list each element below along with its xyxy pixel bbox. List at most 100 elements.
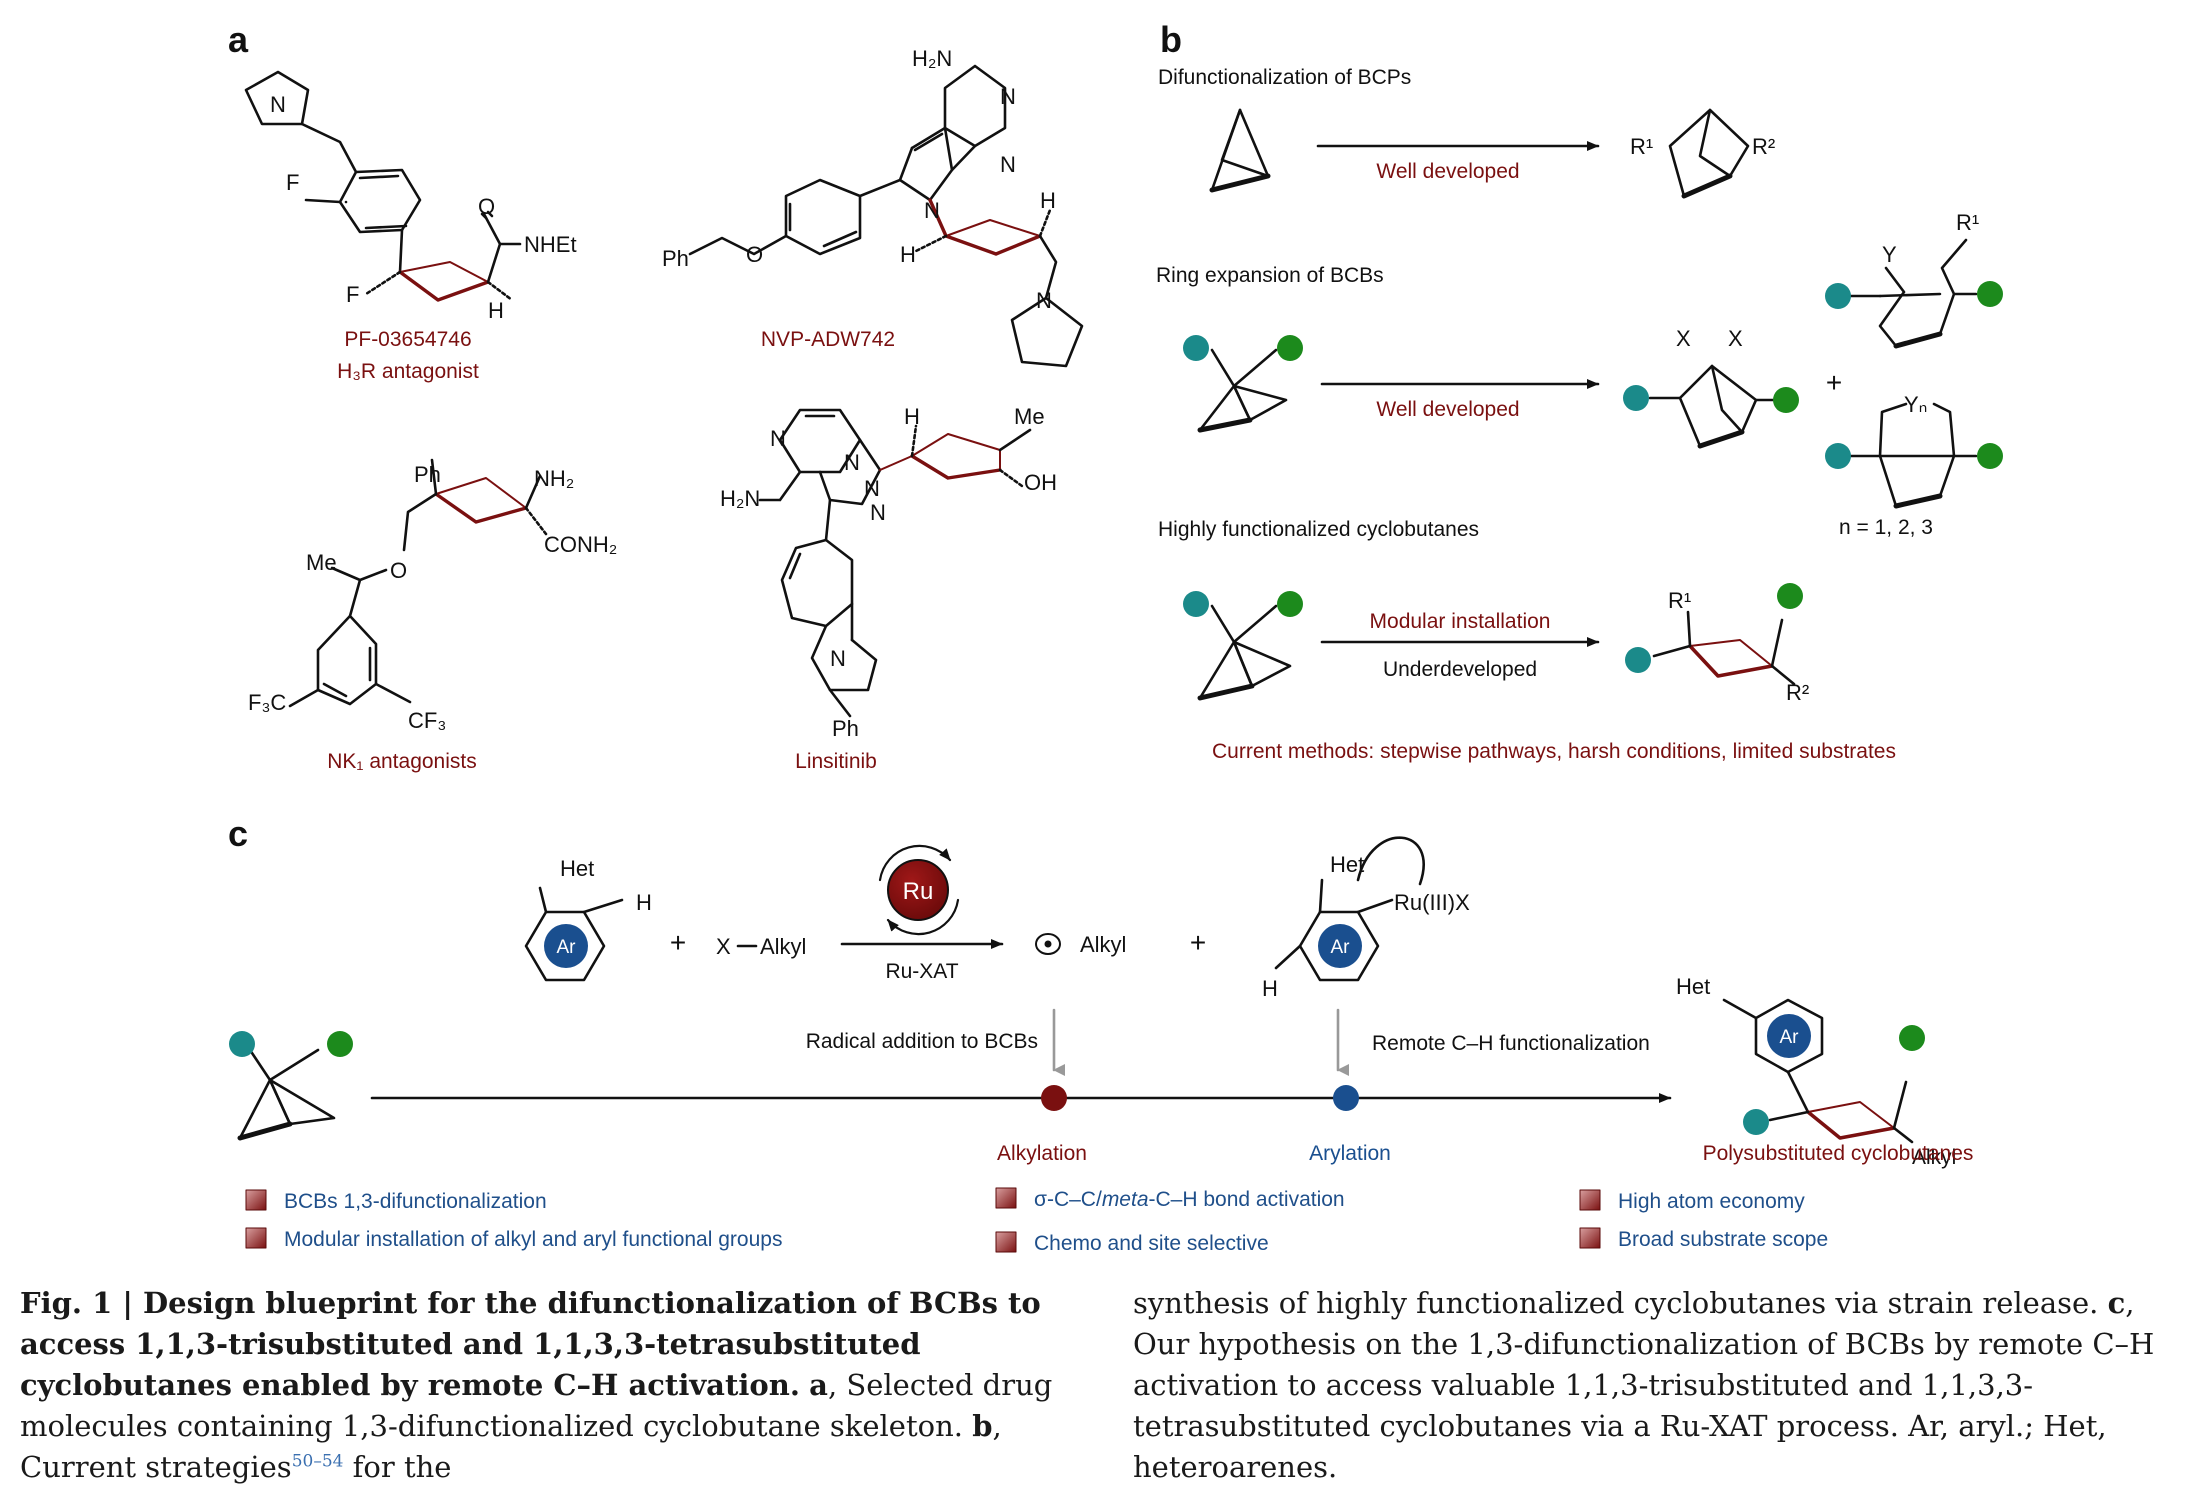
atom-label: H [904, 404, 920, 429]
arrow-label-bottom: Underdeveloped [1383, 658, 1537, 681]
ar-label: Ar [1780, 1027, 1800, 1048]
x-label: X [716, 934, 731, 959]
row-title: Ring expansion of BCBs [1156, 264, 1384, 287]
r1-label: R¹ [1956, 210, 1979, 235]
figure-1: a N F F O NHEt H PF-03654746 [228, 19, 2003, 1255]
alkylation-node [1041, 1085, 1067, 1111]
atom-label: N [864, 476, 880, 501]
bullet-box [1579, 1227, 1601, 1249]
atom-label: H [488, 298, 504, 323]
atom-label: O [746, 242, 763, 267]
product-label: Polysubstituted cyclobutanes [1703, 1142, 1974, 1165]
r2-label: R² [1752, 134, 1775, 159]
caption-fig-label: Fig. 1 | [20, 1286, 143, 1320]
yn-label: Yₙ [1904, 392, 1927, 417]
green-substituent [1773, 387, 1799, 413]
atom-label: N [870, 500, 886, 525]
drug-name: NK₁ antagonists [327, 750, 477, 773]
feature-item: σ-C–C/meta-C–H bond activation [1034, 1188, 1345, 1211]
caption-right: synthesis of highly functionalized cyclo… [1133, 1283, 2188, 1488]
atom-label: H [1040, 188, 1056, 213]
radical-addition-label: Radical addition to BCBs [806, 1030, 1038, 1053]
ar-circle [1318, 924, 1362, 968]
atom-label: F [286, 170, 299, 195]
caption-b-text2a: for the [343, 1450, 452, 1484]
het-label: Het [1330, 852, 1364, 877]
cyclobutane-product [1652, 610, 1796, 686]
feature-item: BCBs 1,3-difunctionalization [284, 1190, 547, 1213]
atom-label: F₃C [248, 690, 286, 715]
h-label: H [636, 890, 652, 915]
bcb-reactant [1197, 348, 1288, 433]
drug-name: NVP-ADW742 [761, 328, 895, 351]
ar-label: Ar [557, 937, 577, 958]
h-label: H [1262, 976, 1278, 1001]
atom-label: N [1036, 288, 1052, 313]
bcp-product [1668, 108, 1750, 199]
atom-label: CF₃ [408, 708, 446, 733]
drug-activity: H₃R antagonist [337, 360, 479, 383]
atom-label: H₂N [912, 46, 952, 71]
bcb-reactant-2 [1197, 604, 1292, 701]
feature-item: High atom economy [1618, 1190, 1805, 1213]
bcp-reactant [1209, 108, 1271, 193]
teal-substituent [1183, 335, 1209, 361]
panel-c: c Ar Het H + X Alkyl Ru Ru-XAT Alkyl + [228, 813, 1973, 1255]
atom-label: Ph [414, 462, 441, 487]
bcb-start [237, 1048, 336, 1141]
atom-label: CONH₂ [544, 532, 617, 557]
teal-substituent [1825, 443, 1851, 469]
x-label: X [1676, 326, 1691, 351]
green-substituent [1899, 1025, 1925, 1051]
teal-substituent [229, 1031, 255, 1057]
plus-sign: + [670, 927, 686, 958]
bullet-box [995, 1231, 1017, 1253]
ar-circle [544, 924, 588, 968]
atom-label: N [1000, 84, 1016, 109]
n-note: n = 1, 2, 3 [1839, 516, 1933, 539]
atom-label: NH₂ [534, 466, 574, 491]
atom-label: Ph [662, 246, 689, 271]
teal-substituent [1623, 385, 1649, 411]
panel-b: b Difunctionalization of BCPs Well devel… [1156, 19, 2003, 763]
arylation-node [1333, 1085, 1359, 1111]
x-label: X [1728, 326, 1743, 351]
ru-catalyst [887, 859, 949, 921]
teal-substituent [1183, 591, 1209, 617]
feature-item: Modular installation of alkyl and aryl f… [284, 1228, 782, 1251]
panel-a: a N F F O NHEt H PF-03654746 [228, 19, 1084, 773]
atom-label: F [346, 282, 359, 307]
caption-b-label: b [972, 1409, 993, 1443]
feature-item: Chemo and site selective [1034, 1232, 1269, 1255]
het-label: Het [560, 856, 594, 881]
caption-a-label: a [809, 1368, 828, 1402]
teal-substituent [1625, 647, 1651, 673]
ar-circle [1767, 1014, 1811, 1058]
green-substituent [1977, 443, 2003, 469]
bullet-box [1579, 1189, 1601, 1211]
drug-name: Linsitinib [795, 750, 877, 773]
caption-c-text: , Our hypothesis on the 1,3-difunctional… [1133, 1286, 2155, 1484]
caption-c-label: c [2107, 1286, 2126, 1320]
drug-linsitinib: N N N N H₂N H Me OH N Ph Linsitinib [720, 404, 1057, 773]
expansion-product-2 [1848, 238, 1978, 349]
expansion-product-3 [1848, 402, 1978, 509]
atom-label: Ph [832, 716, 859, 741]
arrow-label: Well developed [1376, 398, 1519, 421]
atom-label: H₂N [720, 486, 760, 511]
radical-alkyl-label: Alkyl [1080, 932, 1126, 957]
feature-item: Broad substrate scope [1618, 1228, 1828, 1251]
radical-dot [1044, 940, 1052, 948]
caption-title: Design blueprint for the difunctionaliza… [20, 1286, 1041, 1402]
caption-reference[interactable]: 50–54 [291, 1451, 344, 1472]
drug-pf03654746: N F F O NHEt H PF-03654746 H₃R antagonis… [244, 70, 577, 383]
panel-a-label: a [228, 19, 249, 60]
green-substituent [1277, 591, 1303, 617]
figure-svg: a N F F O NHEt H PF-03654746 [228, 19, 2003, 1255]
atom-label: NHEt [524, 232, 577, 257]
remote-ch-label: Remote C–H functionalization [1372, 1032, 1650, 1055]
caption-b-text2b: synthesis of highly functionalized cyclo… [1133, 1286, 2099, 1320]
plus-sign: + [1826, 367, 1842, 398]
r2-label: R² [1786, 680, 1809, 705]
atom-label: O [478, 194, 495, 219]
